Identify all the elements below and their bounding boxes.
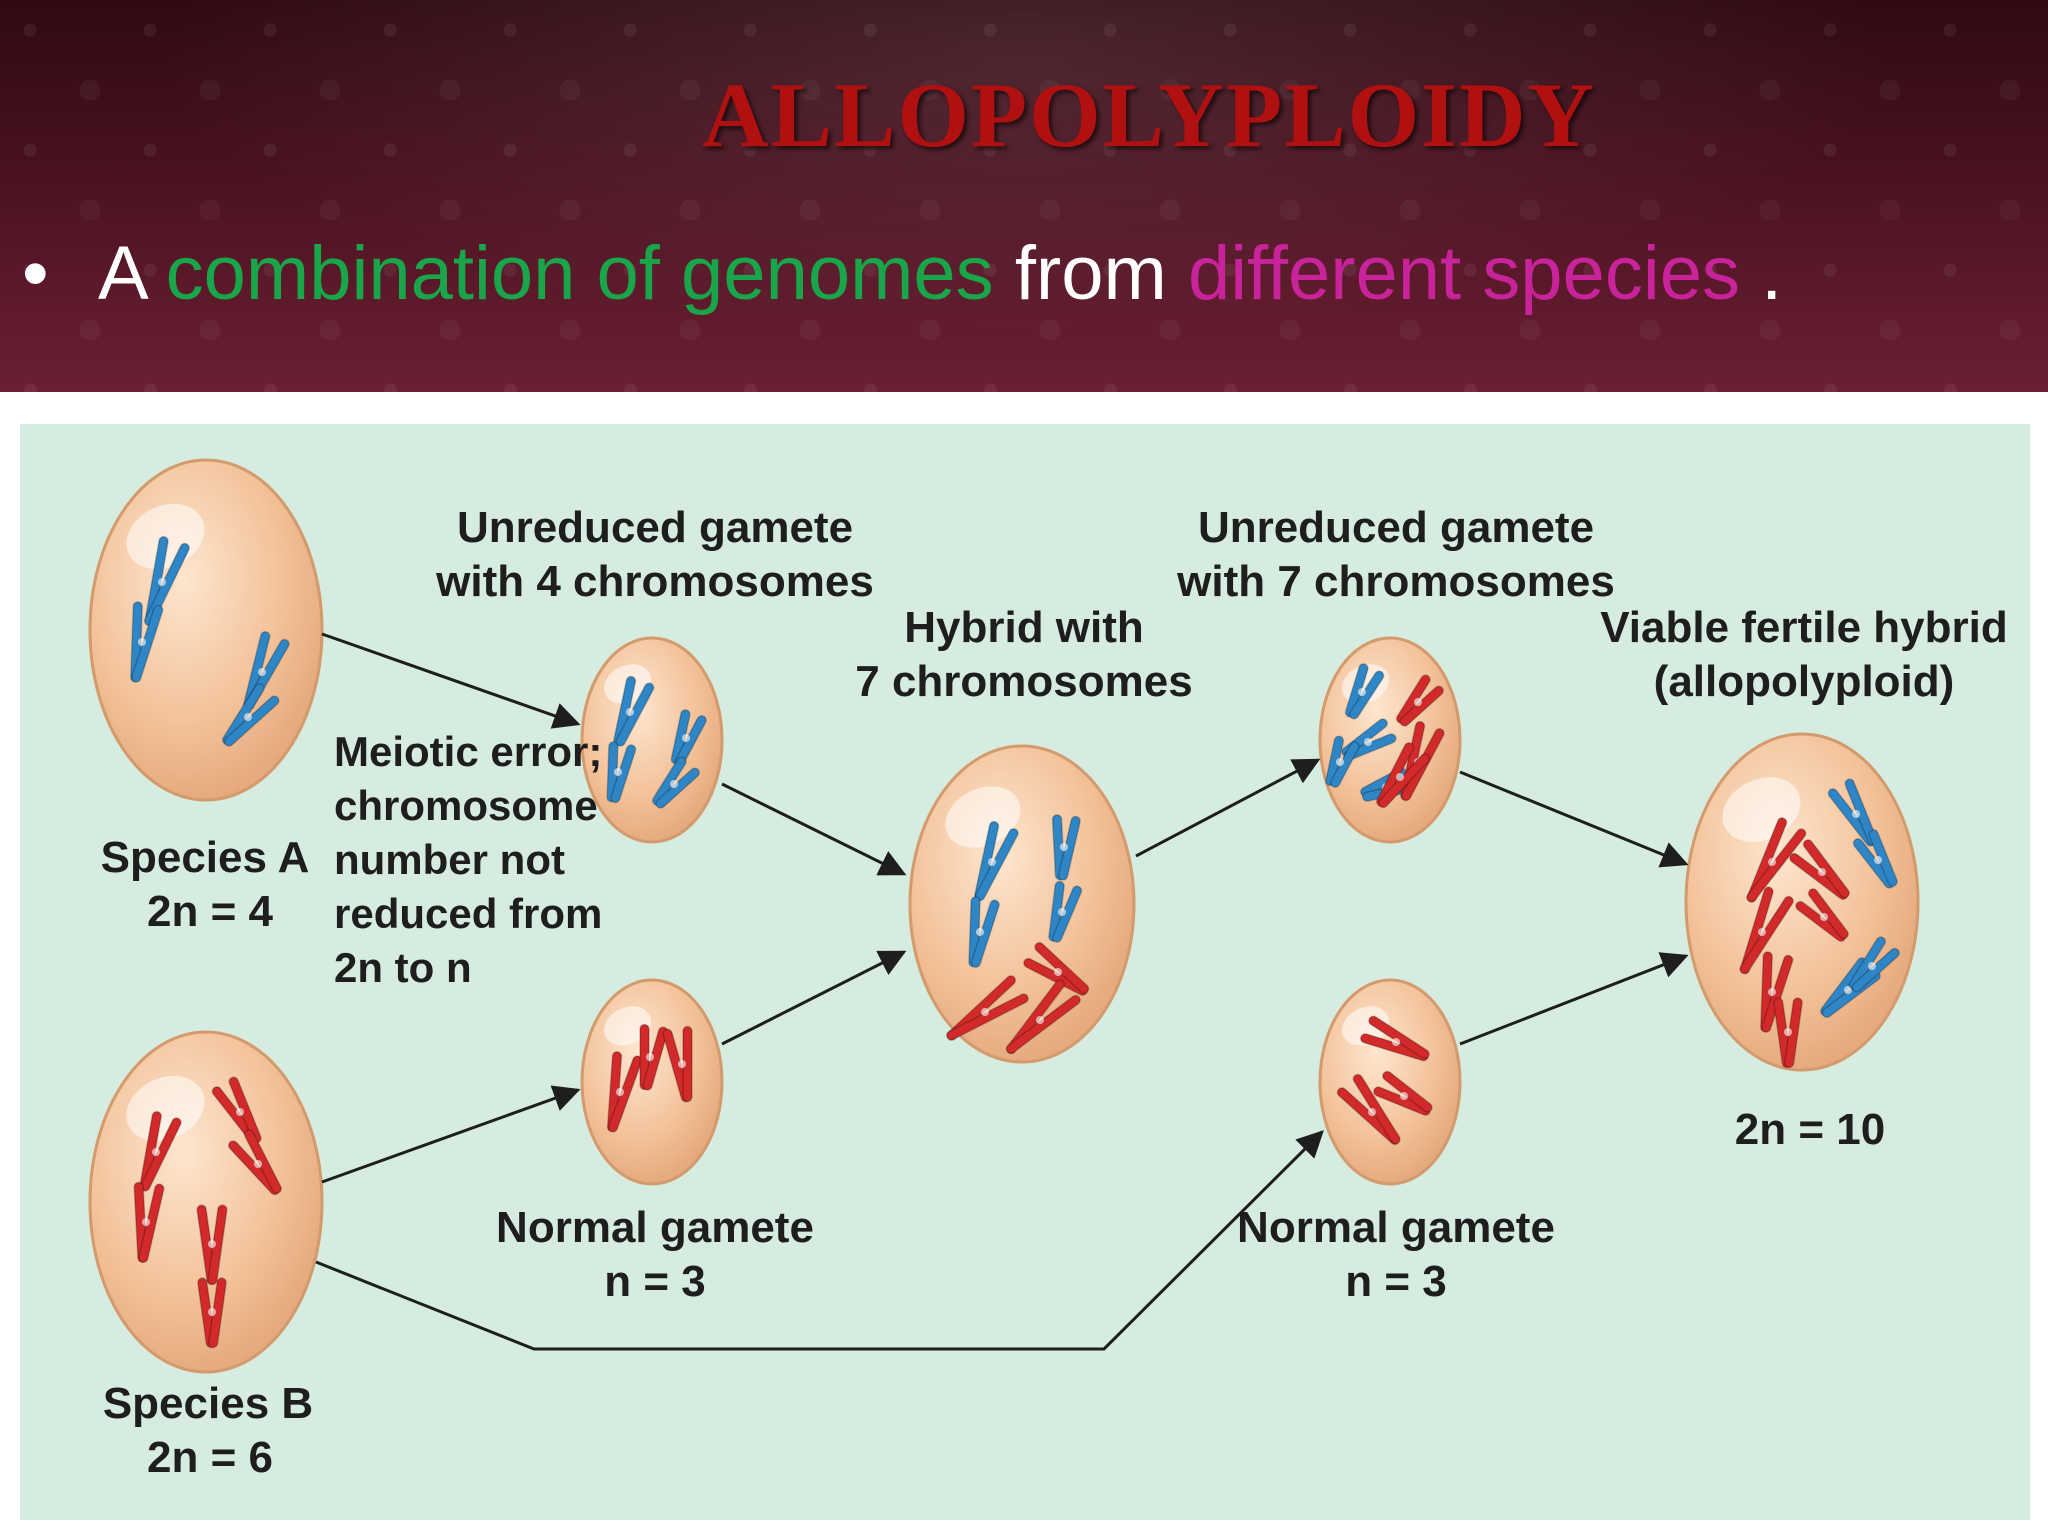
species-b-chromosome bbox=[1023, 941, 1090, 996]
species-b-chromosome bbox=[1373, 1070, 1433, 1116]
species-a-chromosome bbox=[1325, 735, 1360, 788]
species-b-chromosome bbox=[1336, 1073, 1401, 1146]
species-a-chromosome bbox=[606, 741, 637, 804]
species-b-chromosome bbox=[1739, 886, 1794, 975]
meiotic-line2: chromosome bbox=[334, 782, 598, 829]
species-b-chromosome bbox=[139, 1110, 182, 1192]
species-b-cell bbox=[88, 1030, 324, 1374]
meiotic-line1: Meiotic error; bbox=[334, 728, 602, 775]
normal-gamete1-line1: Normal gamete bbox=[496, 1203, 814, 1252]
species-a-ploidy: 2n = 4 bbox=[147, 887, 273, 936]
bullet-dot: • bbox=[22, 231, 49, 316]
normal-gamete2-line2: n = 3 bbox=[1345, 1257, 1447, 1306]
species-b-chromosome bbox=[606, 1050, 643, 1133]
arrow-b-to-normal1 bbox=[321, 1085, 581, 1184]
damask-pattern bbox=[0, 0, 2048, 392]
species-b-chromosome bbox=[1359, 1015, 1430, 1062]
unreduced4-line1: Unreduced gamete bbox=[457, 503, 853, 552]
allopolyploidy-figure: Unreduced gamete with 4 chromosomes Hybr… bbox=[0, 392, 2048, 1536]
viable-ploidy: 2n = 10 bbox=[1735, 1105, 1885, 1154]
unreduced4-line2: with 4 chromosomes bbox=[435, 557, 874, 606]
allopolyploidy-diagram: Unreduced gamete with 4 chromosomes Hybr… bbox=[20, 424, 2030, 1520]
species-b-chromosome bbox=[1789, 839, 1850, 900]
species-a-name: Species A bbox=[101, 833, 310, 882]
arrow-a-to-unreduced bbox=[321, 632, 581, 729]
species-b-chromosome bbox=[227, 1129, 282, 1196]
species-b-chromosome bbox=[1005, 979, 1081, 1055]
arrows-layer bbox=[315, 632, 1689, 1351]
species-b-chromosome bbox=[1760, 951, 1794, 1033]
normal-gamete-2-cell bbox=[1318, 978, 1462, 1186]
hybrid-7-cell-highlight bbox=[945, 786, 1021, 848]
species-b-chromosome bbox=[662, 1025, 693, 1103]
species-a-chromosome bbox=[1852, 829, 1898, 889]
species-a-chromosome bbox=[651, 756, 701, 809]
species-a-chromosome bbox=[221, 682, 280, 747]
species-a-chromosome bbox=[1827, 778, 1878, 847]
normal-gamete2-line1: Normal gamete bbox=[1237, 1203, 1555, 1252]
species-b-chromosome bbox=[1395, 674, 1445, 727]
species-a-chromosome bbox=[973, 820, 1019, 902]
viable-line2: (allopolyploid) bbox=[1654, 657, 1955, 706]
meiotic-line3: number not bbox=[334, 836, 565, 883]
hybrid-7-cell-membrane bbox=[908, 744, 1136, 1064]
species-b-chromosome bbox=[1795, 888, 1849, 942]
arrow-unreduced-to-hybrid bbox=[721, 782, 907, 876]
species-a-cell-membrane bbox=[88, 458, 324, 802]
species-a-chromosome bbox=[670, 709, 707, 767]
species-a-chromosome bbox=[1048, 880, 1083, 943]
bullet-part-1: A bbox=[98, 231, 145, 316]
species-a-chromosome bbox=[130, 601, 164, 683]
arrow-unreduced7-to-viable bbox=[1459, 770, 1689, 868]
species-a-chromosome bbox=[1848, 936, 1900, 993]
hybrid7-line2: 7 chromosomes bbox=[855, 657, 1192, 706]
species-b-ploidy: 2n = 6 bbox=[147, 1433, 273, 1482]
species-b-chromosome bbox=[946, 975, 1029, 1041]
normal-gamete-1-cell bbox=[580, 978, 724, 1186]
bullet-part-from: from bbox=[1014, 231, 1167, 316]
cells-layer bbox=[88, 458, 1920, 1374]
unreduced-gamete-4-cell-membrane bbox=[580, 636, 724, 844]
species-a-chromosome bbox=[1341, 718, 1397, 761]
hybrid-7-cell bbox=[908, 744, 1136, 1064]
species-a-chromosome bbox=[143, 535, 190, 627]
hybrid7-line1: Hybrid with bbox=[904, 603, 1144, 652]
species-a-chromosome bbox=[968, 896, 1000, 968]
species-b-chromosome bbox=[1773, 997, 1803, 1069]
species-b-chromosome bbox=[1376, 742, 1431, 809]
normal-gamete-2-cell-highlight bbox=[1341, 1006, 1390, 1046]
normal-gamete1-line2: n = 3 bbox=[604, 1257, 706, 1306]
arrow-b-to-normal2 bbox=[315, 1130, 1324, 1351]
bullet-part-species: different species bbox=[1187, 231, 1740, 316]
species-b-cell-highlight bbox=[126, 1075, 205, 1142]
meiotic-line5: 2n to n bbox=[334, 944, 472, 991]
arrow-normal2-to-viable bbox=[1459, 952, 1689, 1046]
arrow-normal1-to-hybrid bbox=[721, 950, 907, 1046]
species-b-chromosome bbox=[133, 1181, 165, 1264]
meiotic-line4: reduced from bbox=[334, 890, 602, 937]
species-b-chromosome bbox=[1746, 817, 1807, 903]
bullet-text: A combination of genomes from different … bbox=[98, 226, 1782, 322]
bullet-part-period: . bbox=[1761, 231, 1783, 316]
slide-header: ALLOPOLYPLOIDY • A combination of genome… bbox=[0, 0, 2048, 392]
unreduced7-line2: with 7 chromosomes bbox=[1176, 557, 1615, 606]
species-a-chromosome bbox=[1344, 663, 1385, 720]
unreduced7-line1: Unreduced gamete bbox=[1198, 503, 1594, 552]
arrow-hybrid-to-unreduced7 bbox=[1135, 758, 1321, 858]
species-b-name: Species B bbox=[103, 1379, 313, 1428]
viable-hybrid-cell bbox=[1684, 732, 1920, 1072]
species-b-chromosome bbox=[196, 1204, 228, 1286]
viable-line1: Viable fertile hybrid bbox=[1600, 603, 2008, 652]
normal-gamete-1-cell-highlight bbox=[603, 1006, 652, 1046]
slide-title: ALLOPOLYPLOIDY bbox=[702, 64, 1596, 166]
unreduced-gamete-7-cell bbox=[1318, 636, 1462, 844]
bullet-part-genomes: combination of genomes bbox=[165, 231, 994, 316]
species-a-chromosome bbox=[1051, 814, 1081, 881]
species-a-cell bbox=[88, 458, 324, 802]
species-b-chromosome bbox=[639, 1023, 669, 1091]
species-b-chromosome bbox=[197, 1277, 227, 1349]
unreduced-gamete-4-cell bbox=[580, 636, 724, 844]
